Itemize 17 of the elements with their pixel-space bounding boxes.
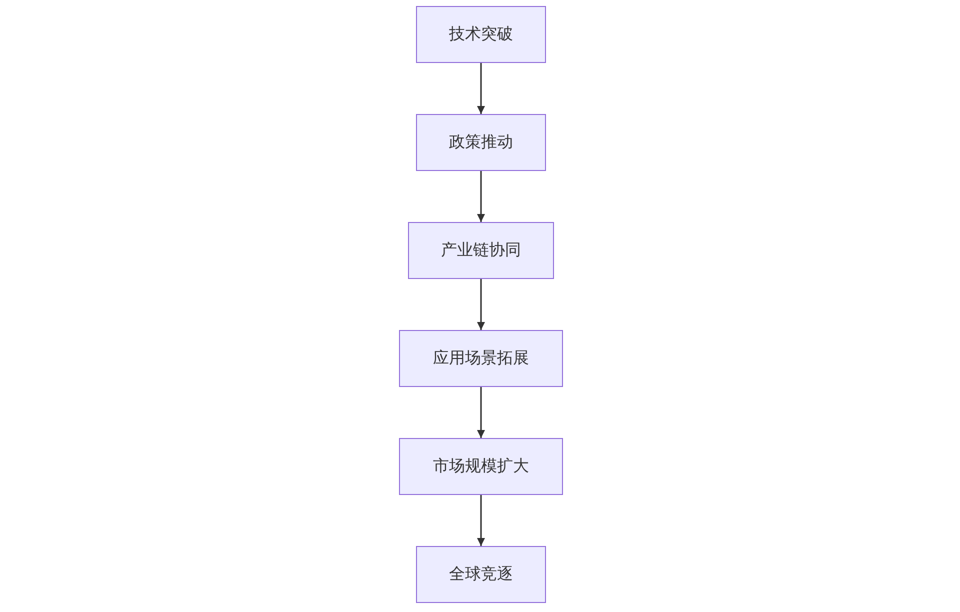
node-label: 政策推动 [449,132,513,153]
process-box [416,6,546,63]
arrow [477,279,485,330]
node-label: 市场规模扩大 [433,456,529,477]
arrow [477,63,485,114]
node-label: 技术突破 [449,24,513,45]
process-box [416,546,546,603]
arrow [477,171,485,222]
node-label: 应用场景拓展 [433,348,529,369]
node-label: 产业链协同 [441,240,521,261]
process-box [399,330,563,387]
process-box [399,438,563,495]
process-box [416,114,546,171]
arrow [477,495,485,546]
arrow [477,387,485,438]
node-label: 全球竞逐 [449,564,513,585]
process-box [408,222,554,279]
